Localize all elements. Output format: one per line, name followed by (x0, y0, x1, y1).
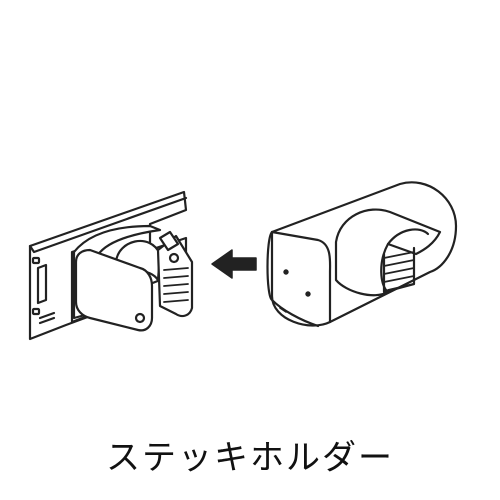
plate-slot (36, 263, 48, 305)
plate-hole-bottom (31, 307, 41, 316)
cover-block (266, 181, 458, 328)
caption-title: ステッキホルダー (106, 438, 394, 478)
plate-hole-top (31, 256, 41, 265)
clip-screw-right (168, 252, 180, 264)
clip-screw-left (134, 312, 146, 324)
arrow-left-icon (211, 249, 257, 279)
clip-holder (70, 224, 194, 332)
